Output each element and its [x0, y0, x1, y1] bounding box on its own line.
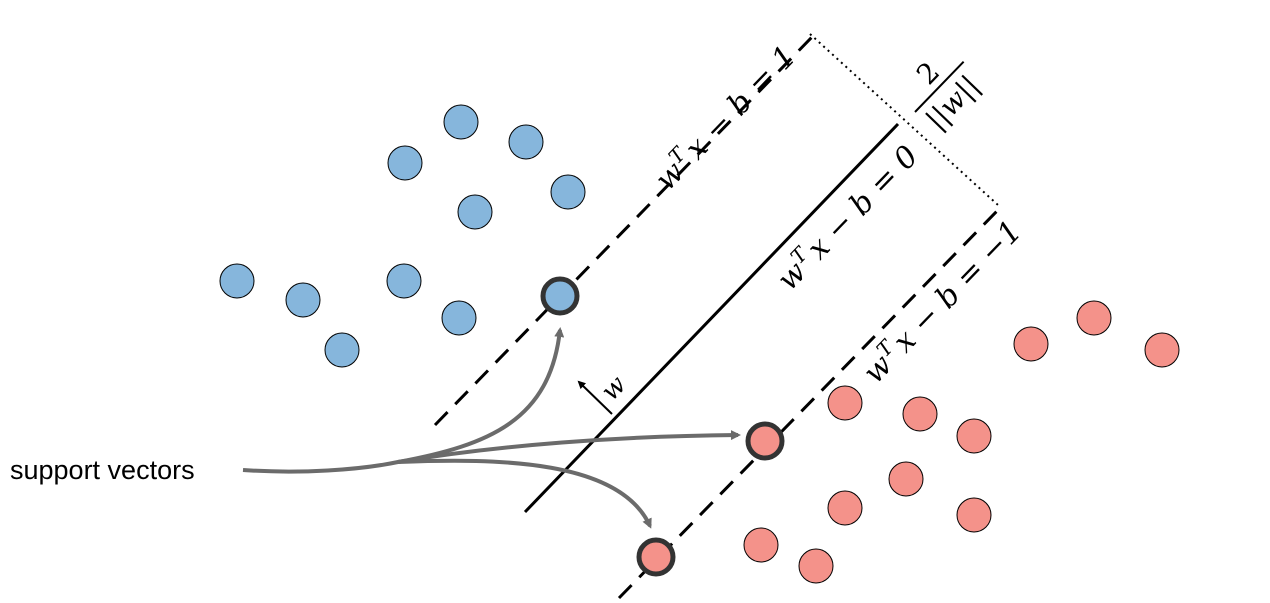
- eq-upper-rest: x − b = 1: [678, 39, 803, 167]
- decision-boundary-equation: wTx − b = 0: [768, 136, 926, 298]
- red-point: [902, 396, 938, 432]
- blue-point: [457, 194, 493, 230]
- svg-text:wTx − b = 0: wTx − b = 0: [768, 136, 926, 297]
- margin-width-fraction: 2 ||w||: [910, 55, 986, 136]
- fraction-bar: [914, 60, 965, 113]
- red-point: [798, 548, 834, 584]
- decision-boundary-line: [523, 122, 900, 514]
- blue-point: [441, 300, 477, 336]
- red-point: [827, 385, 863, 421]
- blue-support-vector: [540, 276, 580, 316]
- red-point: [827, 490, 863, 526]
- svg-text:wTx − b = −1: wTx − b = −1: [854, 211, 1029, 390]
- red-point: [1144, 332, 1180, 368]
- red-point: [956, 497, 992, 533]
- blue-point: [508, 124, 544, 160]
- lower-margin-equation: wTx − b = −1: [854, 211, 1029, 391]
- red-point: [956, 418, 992, 454]
- upper-margin-line: [433, 34, 815, 427]
- w-normal-vector: [577, 380, 613, 415]
- support-vector-arrows: [242, 327, 741, 529]
- red-class-points: [743, 300, 1180, 584]
- blue-point: [219, 263, 255, 299]
- blue-point: [550, 174, 586, 210]
- red-point: [743, 527, 779, 563]
- red-support-vector: [745, 421, 785, 461]
- blue-point: [443, 104, 479, 140]
- red-point: [1076, 300, 1112, 336]
- arrow-to-red-support-vector-lower: [397, 458, 652, 529]
- arrow-to-blue-support-vector: [242, 327, 565, 474]
- blue-point: [387, 145, 423, 181]
- blue-point: [285, 282, 321, 318]
- blue-point: [324, 332, 360, 368]
- margin-width-dotted-line: [809, 33, 999, 206]
- eq-middle-rest: x − b = 0: [800, 139, 925, 267]
- red-support-vector: [636, 537, 676, 577]
- red-point: [888, 461, 924, 497]
- blue-class-points: [219, 104, 586, 368]
- support-vectors-label: support vectors: [10, 455, 195, 485]
- svg-text:wTx − b = 1: wTx − b = 1: [646, 36, 804, 197]
- eq-lower-rest: x − b = −1: [886, 214, 1028, 360]
- lower-margin-line: [617, 206, 1002, 600]
- w-vector-label: w: [595, 370, 632, 407]
- blue-point: [386, 263, 422, 299]
- red-point: [1013, 326, 1049, 362]
- arrow-to-red-support-vector-upper: [397, 430, 741, 464]
- upper-margin-equation: wTx − b = 1: [646, 36, 804, 198]
